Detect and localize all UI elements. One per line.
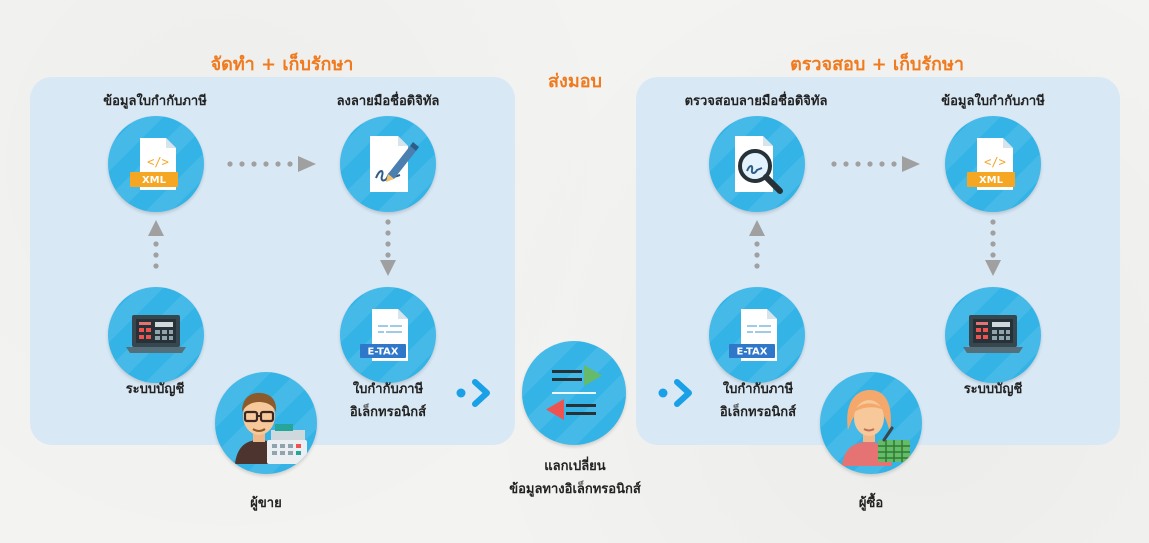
right-xml-label: ข้อมูลใบกำกับภาษี xyxy=(941,94,1045,109)
prepare-title: จัดทำ + เก็บรักษา xyxy=(210,54,354,75)
right-xml-node: </> XML xyxy=(945,116,1041,212)
right-verify-node xyxy=(709,116,805,212)
exchange-arrows-icon xyxy=(546,365,602,420)
right-accounting-label: ระบบบัญชี xyxy=(963,382,1023,397)
buyer-label: ผู้ซื้อ xyxy=(858,496,884,511)
verify-title: ตรวจสอบ + เก็บรักษา xyxy=(790,54,964,75)
left-accounting-label: ระบบบัญชี xyxy=(125,382,185,397)
xml-document-icon: </> XML xyxy=(130,138,178,190)
left-xml-node: </> XML xyxy=(108,116,204,212)
signature-pen-icon xyxy=(370,136,419,192)
accounting-laptop-icon xyxy=(126,315,186,353)
right-flow-arrow-right xyxy=(831,156,920,172)
chevron-right-icon xyxy=(658,379,692,407)
left-flow-arrow-down xyxy=(380,219,396,276)
etax-document-icon: E-TAX xyxy=(729,309,777,361)
svg-text:E-TAX: E-TAX xyxy=(736,347,767,358)
svg-text:E-TAX: E-TAX xyxy=(367,347,398,358)
svg-text:</>: </> xyxy=(147,155,169,169)
right-flow-arrow-down xyxy=(985,219,1001,276)
seller-node xyxy=(215,372,317,474)
seller-label: ผู้ขาย xyxy=(250,496,282,511)
right-etax-node: E-TAX xyxy=(709,287,805,383)
exchange-label-line1: แลกเปลี่ยน xyxy=(544,459,606,474)
buyer-basket-icon xyxy=(842,390,910,466)
left-flow-arrow-right xyxy=(227,156,316,172)
right-verify-sign-label: ตรวจสอบลายมือชื่อดิจิทัล xyxy=(684,94,828,109)
deliver-title: ส่งมอบ xyxy=(548,71,602,92)
etax-document-icon: E-TAX xyxy=(360,309,408,361)
svg-text:XML: XML xyxy=(142,175,167,186)
right-etax-label: ใบกำกับภาษี อิเล็กทรอนิกส์ xyxy=(720,378,796,424)
left-xml-label: ข้อมูลใบกำกับภาษี xyxy=(103,94,207,109)
exchange-node xyxy=(522,341,626,445)
left-etax-node: E-TAX xyxy=(340,287,436,383)
svg-text:XML: XML xyxy=(979,175,1004,186)
seller-cashier-icon xyxy=(235,392,307,464)
right-etax-label-line2: อิเล็กทรอนิกส์ xyxy=(719,405,797,420)
left-etax-label-line2: อิเล็กทรอนิกส์ xyxy=(349,405,427,420)
left-sign-label: ลงลายมือชื่อดิจิทัล xyxy=(336,94,440,109)
buyer-node xyxy=(820,372,922,474)
xml-document-icon: </> XML xyxy=(967,138,1015,190)
left-sign-node xyxy=(340,116,436,212)
chevron-right-icon xyxy=(456,379,490,407)
accounting-laptop-icon xyxy=(963,315,1023,353)
left-accounting-node xyxy=(108,287,204,383)
left-etax-label: ใบกำกับภาษี อิเล็กทรอนิกส์ xyxy=(350,378,426,424)
right-flow-arrow-up xyxy=(749,220,765,269)
left-flow-arrow-up xyxy=(148,220,164,269)
right-accounting-node xyxy=(945,287,1041,383)
exchange-label: แลกเปลี่ยน ข้อมูลทางอิเล็กทรอนิกส์ xyxy=(509,455,641,501)
left-etax-label-line1: ใบกำกับภาษี xyxy=(352,382,424,397)
svg-text:</>: </> xyxy=(984,155,1006,169)
right-etax-label-line1: ใบกำกับภาษี xyxy=(722,382,794,397)
verify-magnifier-icon xyxy=(735,136,783,194)
exchange-label-line2: ข้อมูลทางอิเล็กทรอนิกส์ xyxy=(509,482,641,497)
